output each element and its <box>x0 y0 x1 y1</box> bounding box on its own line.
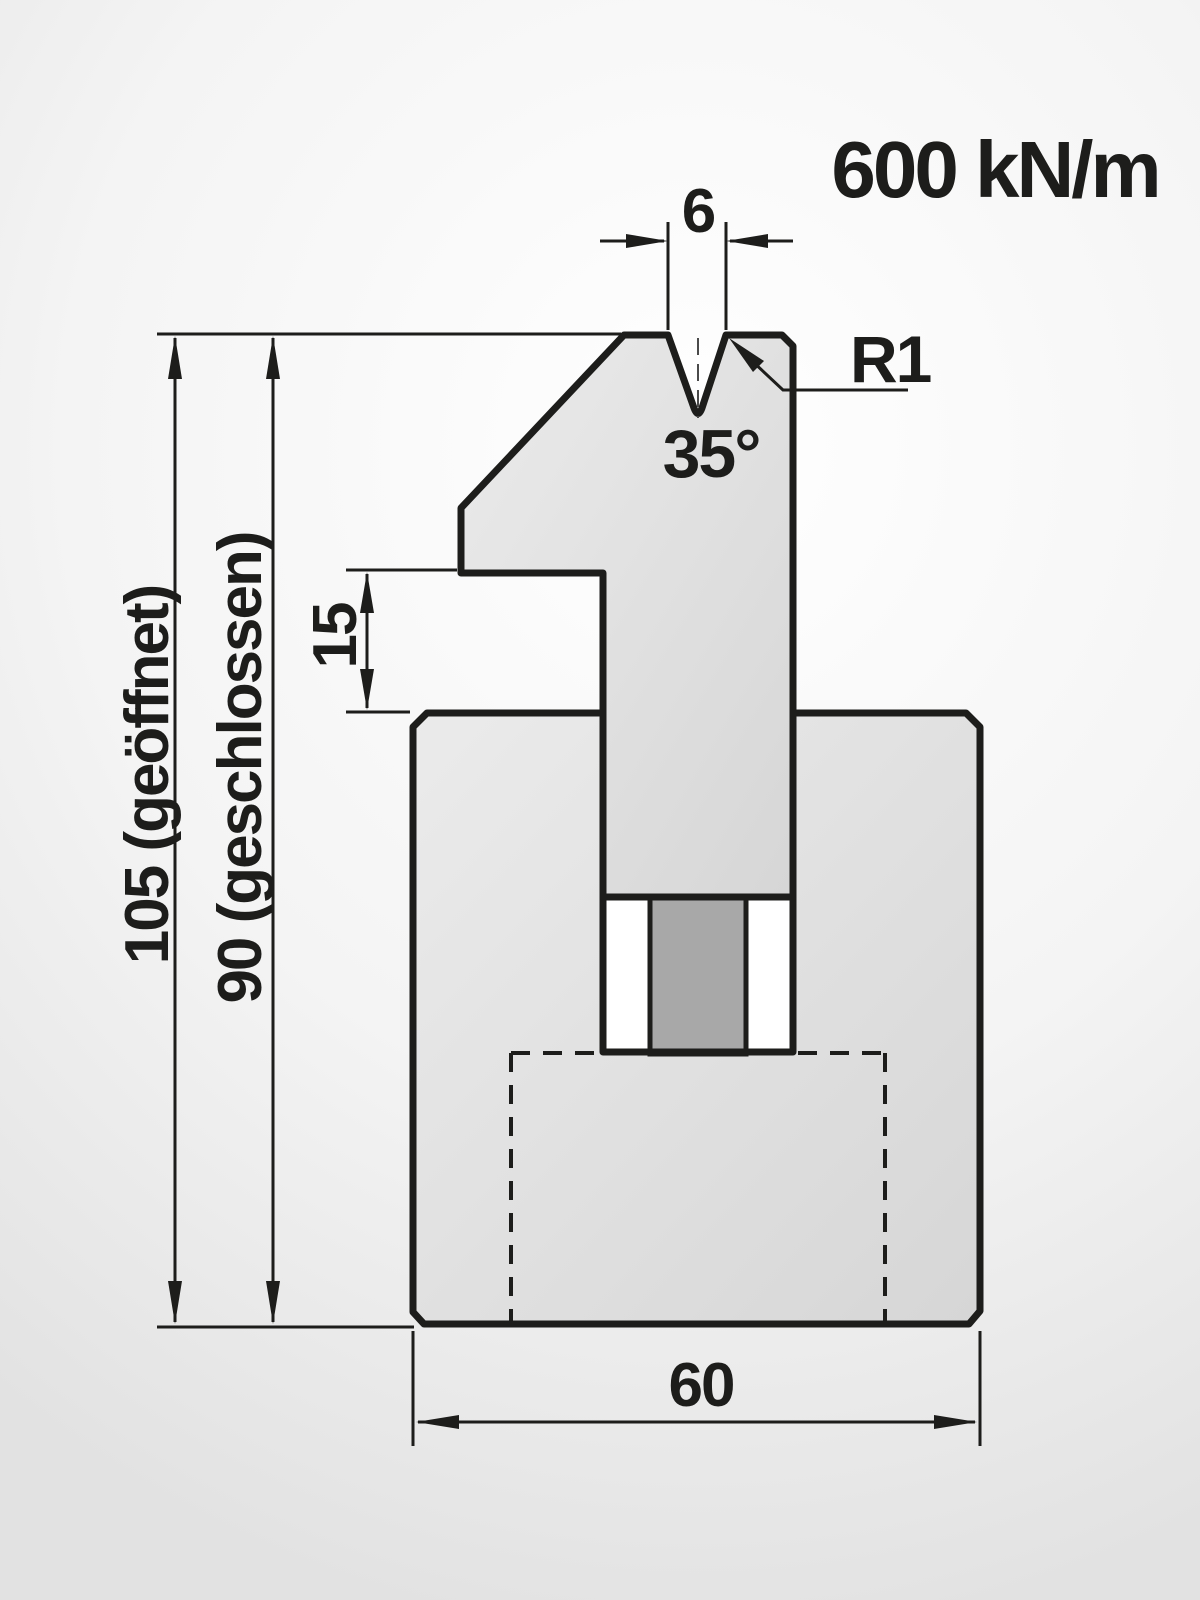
arrowhead-r1 <box>729 338 764 372</box>
arrowhead-shoulder-top <box>360 572 374 613</box>
dim-label-base-width: 60 <box>669 1351 734 1420</box>
spring-insert <box>647 894 749 1057</box>
arrowhead-closed-bottom <box>266 1281 280 1324</box>
dashed-cavity-outline <box>509 1051 887 1321</box>
dim-label-v-width: 6 <box>682 177 715 246</box>
arrowhead-open-top <box>168 336 182 379</box>
dim-label-height-open: 105 (geöffnet) <box>113 586 182 964</box>
arrowhead-shoulder-bottom <box>360 669 374 710</box>
leader-line-r1 <box>748 357 908 392</box>
dim-label-shoulder-height: 15 <box>301 603 370 668</box>
dimension-v-width <box>600 222 793 330</box>
arrowhead-v-left <box>626 234 668 248</box>
arrowhead-base-right <box>934 1415 977 1429</box>
dimension-heights <box>157 332 621 1329</box>
leader-groove-radius <box>729 338 908 392</box>
dimension-shoulder <box>346 568 457 714</box>
arrowhead-v-right <box>726 234 768 248</box>
dim-label-v-angle: 35° <box>663 416 760 492</box>
arrowhead-closed-top <box>266 336 280 379</box>
dim-label-height-closed: 90 (geschlossen) <box>206 532 275 1003</box>
force-rating-label: 600 kN/m <box>831 125 1158 214</box>
slot-outline <box>599 893 797 1056</box>
dim-label-groove-radius: R1 <box>850 322 931 396</box>
dimension-base-width <box>411 1331 982 1446</box>
die-body <box>457 331 797 901</box>
arrowhead-open-bottom <box>168 1281 182 1324</box>
arrowhead-base-left <box>416 1415 459 1429</box>
